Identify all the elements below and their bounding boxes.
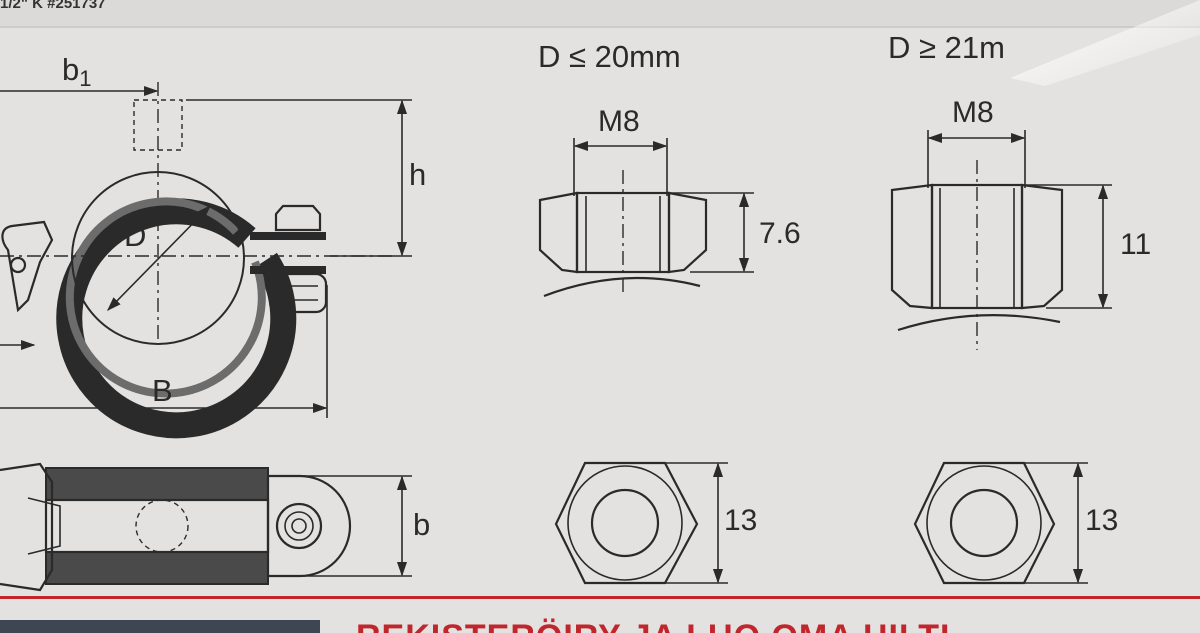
pipe-wall-small (543, 276, 701, 298)
nut-wall-left-large (890, 183, 934, 310)
screw-head-top-icon (275, 502, 323, 550)
hinge-pin-icon (9, 256, 27, 274)
band-center (44, 498, 270, 554)
hinge-clip (1, 220, 54, 313)
band-top (45, 467, 269, 501)
flange-tab (266, 474, 352, 578)
screen-glare (1010, 0, 1200, 86)
red-rule (0, 596, 1200, 599)
label-b1: b1 (62, 52, 92, 91)
height-label-large: 11 (1120, 228, 1151, 261)
pipe-clamp-top-view: b (0, 462, 430, 592)
quick-lock-nut (274, 204, 322, 232)
hex-label-small: 13 (724, 504, 757, 537)
upper-flange (250, 232, 326, 240)
header-strip (0, 0, 1200, 26)
band-bottom (45, 551, 269, 585)
condition-small: D ≤ 20mm (538, 39, 681, 74)
label-D: D (124, 218, 146, 253)
nut-wall-right-large (1020, 183, 1064, 310)
thread-label-large: M8 (952, 96, 994, 129)
condition-large: D ≥ 21m (888, 30, 1005, 65)
hex-nut-small-icon (554, 461, 699, 585)
rubber-liner (65, 197, 266, 398)
screw-head (268, 272, 328, 314)
nut-small-section: D ≤ 20mm M8 7.6 13 (538, 39, 801, 585)
nut-wall-right-small (667, 191, 708, 274)
article-code: 1/2" K #251737 (0, 0, 106, 12)
pipe-bore (71, 171, 245, 345)
pipe-clamp-front-view: b1 h D B (0, 52, 426, 439)
pipe-wall-large (897, 314, 1061, 332)
registration-banner-text: REKISTERÖIRY JA LUO OMA HILTI (356, 618, 950, 633)
label-h: h (409, 157, 426, 192)
thread-label-small: M8 (598, 105, 640, 138)
hinge-top-view (0, 462, 54, 592)
label-b: b (413, 507, 430, 542)
height-label-small: 7.6 (759, 217, 801, 250)
hex-label-large: 13 (1085, 504, 1118, 537)
nut-wall-left-small (538, 191, 579, 274)
nut-large-section: D ≥ 21m M8 11 13 (888, 30, 1151, 585)
label-B: B (152, 373, 173, 408)
hex-nut-large-icon (913, 461, 1056, 585)
banner-image-strip (0, 620, 320, 633)
dim-line-D (106, 204, 212, 312)
socket-hidden-top (135, 499, 189, 553)
lower-flange (250, 266, 326, 274)
